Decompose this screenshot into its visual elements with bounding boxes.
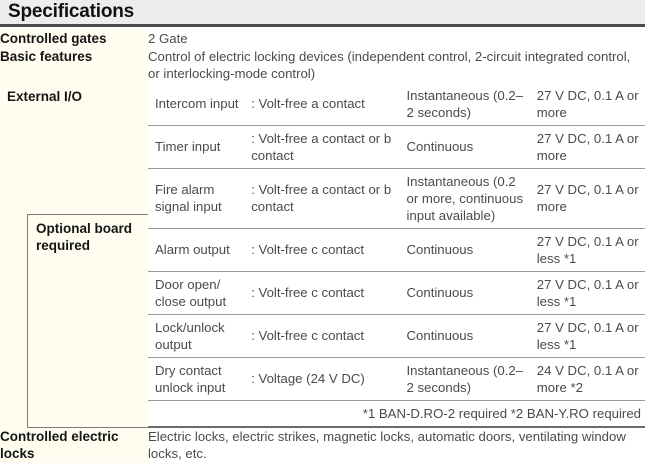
specifications-table: Controlled gates 2 Gate Basic features C… xyxy=(0,30,645,463)
table-row-footnote: *1 BAN-D.RO-2 required *2 BAN-Y.RO requi… xyxy=(148,400,645,428)
io-contact-spec: : Voltage (24 V DC) xyxy=(244,357,400,401)
io-duration: Instantaneous (0.2–2 seconds) xyxy=(399,357,530,401)
io-signal-table: Intercom input : Volt-free a contact Ins… xyxy=(148,82,645,428)
row-value-controlled-gates: 2 Gate xyxy=(148,30,645,48)
table-row: Timer input : Volt-free a contact or b c… xyxy=(148,125,645,169)
io-rating: 27 V DC, 0.1 A or more xyxy=(529,82,645,126)
io-signal-name: Intercom input xyxy=(148,82,245,126)
external-io-label: External I/O xyxy=(7,88,83,104)
io-signal-name: Dry contact unlock input xyxy=(148,357,245,401)
table-row: Dry contact unlock input : Voltage (24 V… xyxy=(148,357,645,401)
io-footnote: *1 BAN-D.RO-2 required *2 BAN-Y.RO requi… xyxy=(148,400,645,428)
external-io-detail-cell: Intercom input : Volt-free a contact Ins… xyxy=(148,82,645,428)
io-signal-name: Door open/ close output xyxy=(148,271,245,315)
io-contact-spec: : Volt-free c contact xyxy=(244,271,400,315)
table-row: Fire alarm signal input : Volt-free a co… xyxy=(148,168,645,229)
row-value-basic-features: Control of electric locking devices (ind… xyxy=(148,47,645,83)
io-signal-name: Timer input xyxy=(148,125,245,169)
table-row-controlled-gates: Controlled gates 2 Gate xyxy=(0,30,645,48)
io-rating: 24 V DC, 0.1 A or more *2 xyxy=(529,357,645,401)
row-value-controlled-electric-locks: Electric locks, electric strikes, magnet… xyxy=(148,427,645,463)
table-row-controlled-electric-locks: Controlled electric locks Electric locks… xyxy=(0,427,645,463)
io-duration: Instantaneous (0.2–2 seconds) xyxy=(399,82,530,126)
io-rating: 27 V DC, 0.1 A or more xyxy=(529,125,645,169)
io-duration: Continuous xyxy=(399,271,530,315)
io-contact-spec: : Volt-free a contact xyxy=(244,82,400,126)
io-duration: Continuous xyxy=(399,314,530,358)
table-row-basic-features: Basic features Control of electric locki… xyxy=(0,47,645,83)
optional-board-required-label: Optional board required xyxy=(36,220,132,254)
io-rating: 27 V DC, 0.1 A or less *1 xyxy=(529,314,645,358)
io-duration: Continuous xyxy=(399,228,530,272)
io-contact-spec: : Volt-free c contact xyxy=(244,228,400,272)
io-signal-name: Fire alarm signal input xyxy=(148,168,245,229)
table-row: Lock/unlock output : Volt-free c contact… xyxy=(148,314,645,358)
row-label-controlled-electric-locks: Controlled electric locks xyxy=(0,427,148,463)
io-contact-spec: : Volt-free a contact or b contact xyxy=(244,168,400,229)
io-rating: 27 V DC, 0.1 A or less *1 xyxy=(529,271,645,315)
io-signal-name: Lock/unlock output xyxy=(148,314,245,358)
io-rating: 27 V DC, 0.1 A or more xyxy=(529,168,645,229)
table-row: Intercom input : Volt-free a contact Ins… xyxy=(148,82,645,126)
page-title: Specifications xyxy=(8,1,135,22)
table-row: Door open/ close output : Volt-free c co… xyxy=(148,271,645,315)
row-label-basic-features: Basic features xyxy=(0,47,148,83)
io-duration: Continuous xyxy=(399,125,530,169)
io-rating: 27 V DC, 0.1 A or less *1 xyxy=(529,228,645,272)
io-duration: Instantaneous (0.2 or more, continuous i… xyxy=(399,168,530,229)
row-label-controlled-gates: Controlled gates xyxy=(0,30,148,48)
io-contact-spec: : Volt-free a contact or b contact xyxy=(244,125,400,169)
io-signal-name: Alarm output xyxy=(148,228,245,272)
optional-board-required-box: Optional board required xyxy=(27,213,148,428)
io-contact-spec: : Volt-free c contact xyxy=(244,314,400,358)
row-label-external-io: External I/O Optional board required xyxy=(0,82,148,428)
table-row-external-io: External I/O Optional board required Int… xyxy=(0,82,645,428)
specifications-header: Specifications xyxy=(0,0,645,27)
table-row: Alarm output : Volt-free c contact Conti… xyxy=(148,228,645,272)
